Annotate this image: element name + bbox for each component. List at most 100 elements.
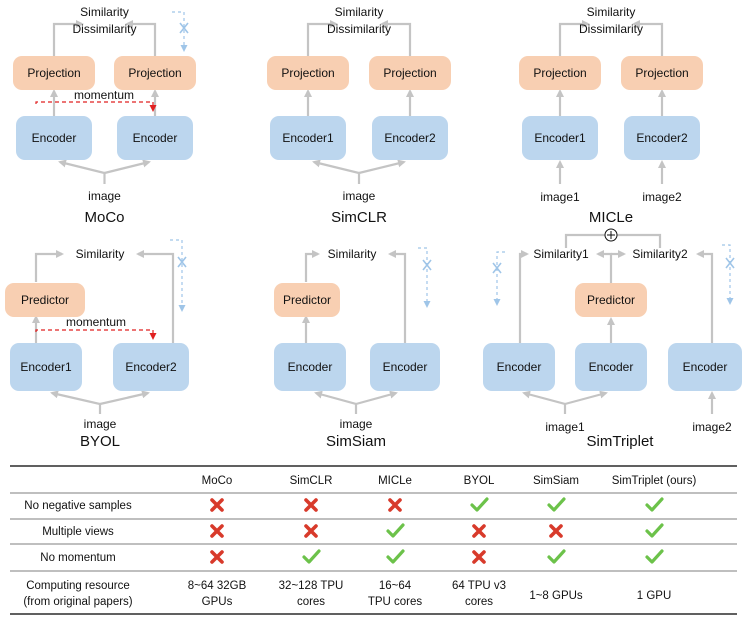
micle-projection1-label: Projection [533,66,586,80]
cross-icon [388,498,402,512]
component-boxes [5,56,742,391]
moco-image-label: image [88,189,121,203]
simsiam-similarity-text: Similarity [328,247,377,261]
table-row-label: Multiple views [42,526,114,538]
simtriplet-stopgrad-right-x-mark-icon [725,257,735,269]
byol-momentum-label: momentum [66,315,126,329]
simtriplet-encoder2-label: Encoder [589,360,634,374]
simsiam-image-to-enc2 [355,390,398,406]
table-row-label: Computing resource [26,580,130,592]
simsiam-title: SimSiam [326,433,386,450]
micle-projection2-box [621,56,703,90]
micle-image1-label: image1 [540,190,580,204]
cross-icon [304,524,318,538]
simtriplet-circled-plus-icon [604,228,618,242]
moco-encoder2-box [117,116,193,160]
micle-proj2-to-sim [632,20,664,56]
byol-momentum-arrow [35,329,157,340]
simsiam-encoder2-label: Encoder [383,360,428,374]
check-icon [645,497,664,512]
simclr-projection2-box [369,56,451,90]
simclr-title: SimCLR [331,209,387,226]
simtriplet-title: SimTriplet [587,433,655,450]
moco-projection1-label: Projection [27,66,80,80]
byol-pred-to-sim [34,250,64,282]
cross-icon [304,498,318,512]
micle-image2-label: image2 [642,190,682,204]
check-icon [470,497,489,512]
simtriplet-pred-to-sim1 [605,252,613,283]
byol-encoder2-box [113,343,189,391]
moco-momentum-label: momentum [74,88,134,102]
moco-image-to-enc2 [104,159,151,175]
table-cell: TPU cores [368,596,423,608]
cross-icon [210,550,224,564]
table-cell: cores [465,596,493,608]
simclr-similarity-text: Similarity [335,5,384,19]
simtriplet-sim1-to-plus [564,233,605,248]
simtriplet-stopgrad-right-path [722,244,734,305]
simclr-encoder1-box [270,116,346,160]
simtriplet-sim2-to-plus [617,233,662,248]
moco-stopgrad-path [172,11,188,52]
moco-proj1-to-sim [52,20,84,56]
micle-encoder1-box [522,116,598,160]
simclr-encoder2-box [372,116,448,160]
simclr-image-to-enc1 [312,159,361,184]
byol-image-to-enc2 [99,390,150,406]
simsiam-stopgrad-x-mark-icon [422,259,432,271]
simclr-proj1-to-sim [306,20,338,56]
moco-encoder1-box [16,116,92,160]
simsiam-predictor-box [274,283,340,317]
byol-stopgrad-x-mark-icon [177,256,187,268]
moco-projection2-box [114,56,196,90]
byol-image-to-enc1 [50,390,102,414]
table-cell: 16~64 [379,580,412,592]
cross-icon [210,498,224,512]
simsiam-image-label: image [340,417,373,431]
byol-encoder2-label: Encoder2 [125,360,177,374]
check-icon [386,549,405,564]
byol-predictor-box [5,283,85,317]
simtriplet-predictor-box [575,283,647,317]
micle-encoder2-label: Encoder2 [636,131,688,145]
simtriplet-image2-label: image2 [692,420,732,434]
micle-proj1-to-sim [558,20,590,56]
table-cell: cores [297,596,325,608]
byol-predictor-label: Predictor [21,293,69,307]
micle-title: MICLe [589,209,633,226]
table-row-label: (from original papers) [23,596,132,608]
table-cell: 8~64 32GB [188,580,247,592]
table-row-label: No momentum [40,552,115,564]
moco-title: MoCo [84,209,124,226]
simsiam-predictor-label: Predictor [283,293,331,307]
moco-projection1-box [13,56,95,90]
table-row-label: No negative samples [24,500,132,512]
check-icon [645,523,664,538]
table-header: MoCo [202,475,233,487]
byol-encoder1-box [10,343,82,391]
simtriplet-enc3-to-sim2 [696,250,714,343]
simsiam-encoder1-box [274,343,346,391]
table-header: SimTriplet (ours) [612,475,697,487]
cross-icon [549,524,563,538]
micle-similarity-text: Similarity [587,5,636,19]
simtriplet-encoder3-label: Encoder [683,360,728,374]
simtriplet-similarity1-text: Similarity1 [533,247,589,261]
byol-title: BYOL [80,433,120,450]
moco-momentum-arrow [35,101,157,112]
moco-encoder2-label: Encoder [133,131,178,145]
cross-icon [210,524,224,538]
simtriplet-encoder3-box [668,343,742,391]
table-cell: 1~8 GPUs [529,590,583,602]
table-header: BYOL [464,475,495,487]
simtriplet-stopgrad-left-path [493,251,505,306]
simclr-encoder2-label: Encoder2 [384,131,436,145]
simclr-dissimilarity-text: Dissimilarity [327,22,391,36]
micle-projection1-box [519,56,601,90]
check-icon [302,549,321,564]
check-icon [547,549,566,564]
